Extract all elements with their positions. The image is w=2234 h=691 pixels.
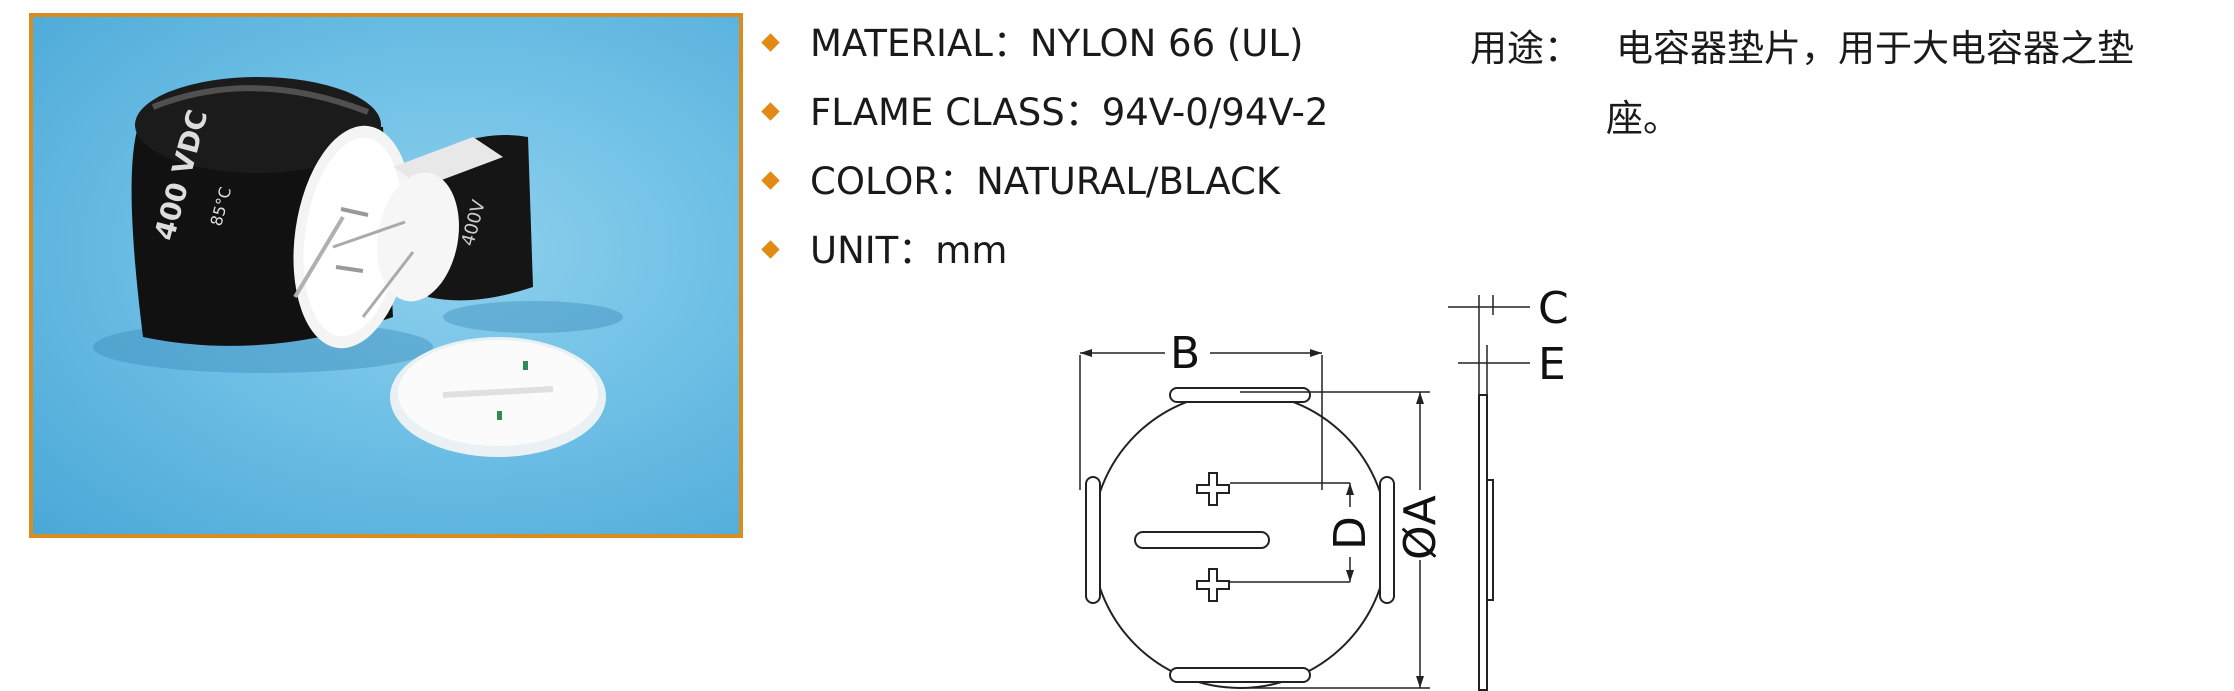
- dim-label-e: E: [1538, 339, 1566, 390]
- spec-value: NATURAL/BLACK: [976, 160, 1281, 203]
- dim-label-c: C: [1538, 283, 1569, 334]
- spec-label: UNIT: [810, 229, 899, 272]
- spec-value: NYLON 66 (UL): [1029, 22, 1304, 65]
- diamond-bullet-icon: [761, 33, 780, 52]
- spec-item-unit: UNIT：mm: [760, 221, 1328, 290]
- diamond-bullet-icon: [761, 171, 780, 190]
- dim-label-b: B: [1170, 328, 1200, 379]
- usage-text: 电容器垫片，用于大电容器之垫: [1616, 27, 2134, 70]
- spec-separator: ：: [939, 160, 977, 203]
- spec-item-material: MATERIAL：NYLON 66 (UL): [760, 14, 1328, 83]
- pad-drawing: B D ØA C E: [1079, 283, 1569, 691]
- spec-list: MATERIAL：NYLON 66 (UL) FLAME CLASS：94V-0…: [760, 14, 1328, 290]
- dim-label-d: D: [1325, 516, 1376, 550]
- spec-label: COLOR: [810, 160, 940, 203]
- spec-item-flame-class: FLAME CLASS：94V-0/94V-2: [760, 83, 1328, 152]
- dim-label-a: ØA: [1395, 495, 1446, 560]
- spec-item-color: COLOR：NATURAL/BLACK: [760, 152, 1328, 221]
- spec-value: mm: [935, 229, 1008, 272]
- spec-value: 94V-0/94V-2: [1101, 91, 1329, 134]
- dimension-drawing: B D ØA C E: [1060, 283, 1620, 691]
- spec-label: FLAME CLASS: [810, 91, 1065, 134]
- diamond-bullet-icon: [761, 240, 780, 259]
- usage-line-2: 座。: [1606, 97, 1680, 140]
- spec-label: MATERIAL: [810, 22, 993, 65]
- usage-description: 用途： 电容器垫片，用于大电容器之垫 座。: [1470, 14, 2210, 154]
- spec-separator: ：: [898, 229, 936, 272]
- usage-label: 用途：: [1470, 27, 1581, 70]
- usage-line-1: 用途： 电容器垫片，用于大电容器之垫: [1470, 14, 2210, 84]
- product-photo: 400 VDC 85°C 400V: [29, 13, 743, 538]
- spec-separator: ：: [992, 22, 1030, 65]
- capacitor-illustration: 400 VDC 85°C 400V: [93, 77, 623, 457]
- diamond-bullet-icon: [761, 102, 780, 121]
- spec-separator: ：: [1064, 91, 1102, 134]
